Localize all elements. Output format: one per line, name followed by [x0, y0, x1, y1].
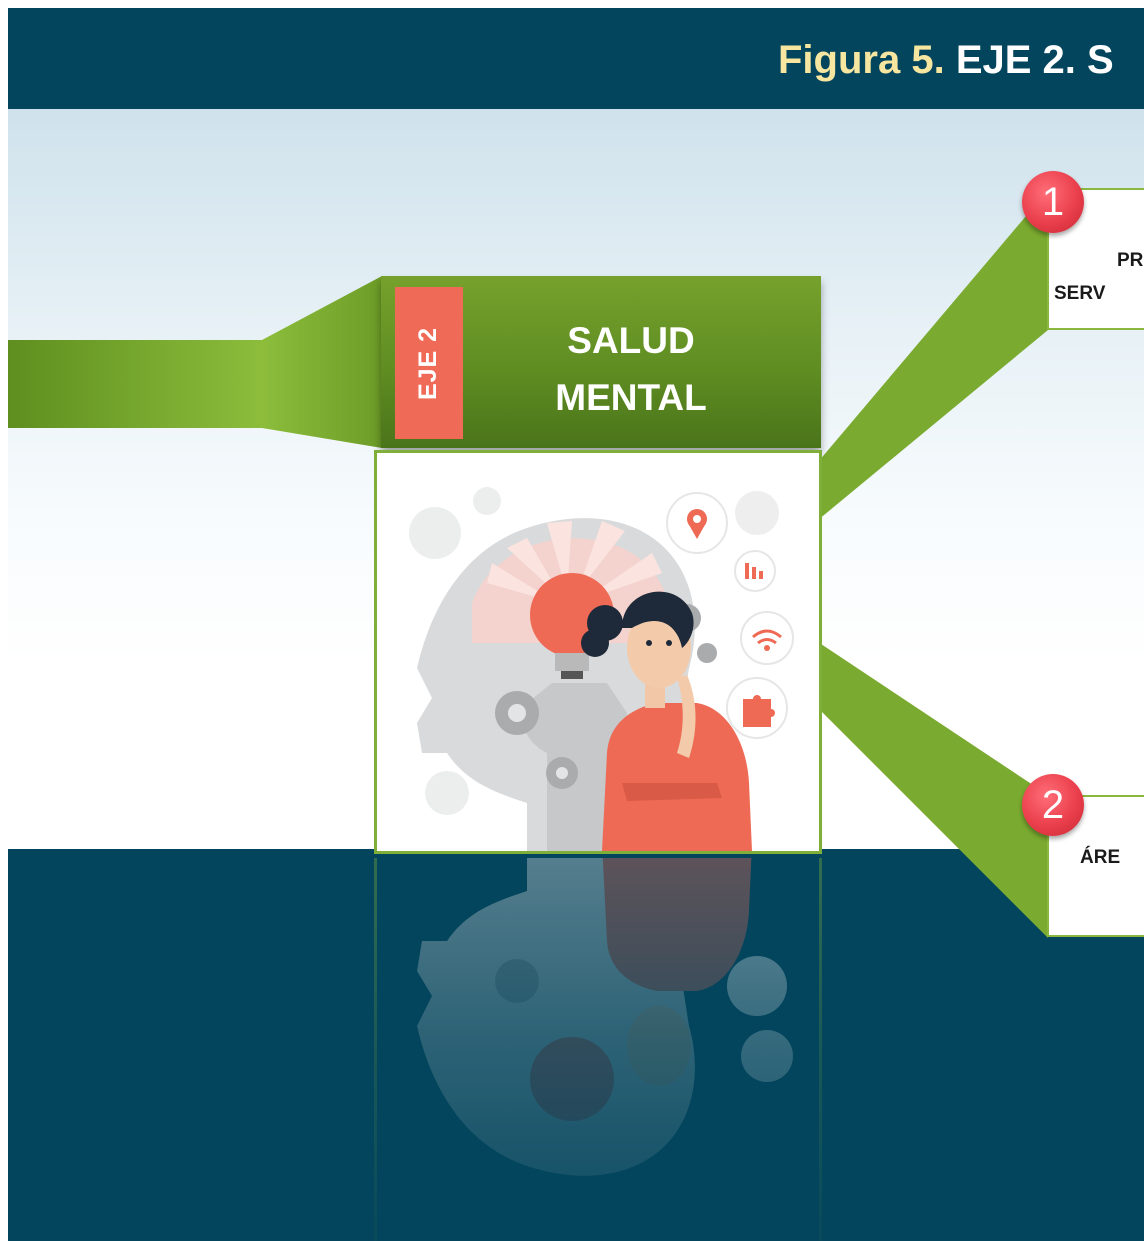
eje-title-line2: MENTAL — [555, 377, 707, 418]
map-pin-icon — [666, 492, 728, 554]
branch-1-line1: PR — [1117, 250, 1144, 271]
reflection-fade-overlay — [374, 858, 822, 1241]
connector-to-branch-1 — [818, 190, 1048, 520]
eje-title-line1: SALUD — [567, 320, 695, 361]
figure-header-band: Figura 5. EJE 2. S — [8, 8, 1144, 109]
connector-to-branch-2 — [818, 642, 1048, 938]
figure-title-prefix: Figura 5. — [778, 38, 945, 82]
branch-1-number-badge: 1 — [1022, 171, 1084, 233]
left-connector-arm — [8, 340, 264, 428]
left-connector-funnel — [262, 276, 382, 448]
figure-title-rest: EJE 2. S — [944, 38, 1114, 82]
branch-2-line1: ÁRE — [1080, 847, 1121, 868]
thinking-woman-illustration — [409, 487, 794, 851]
decorative-circle — [735, 491, 779, 535]
branch-1-number: 1 — [1041, 180, 1065, 224]
eje-title: SALUD MENTAL — [511, 312, 751, 426]
thinking-woman — [581, 591, 752, 851]
branch-2-number: 2 — [1041, 783, 1065, 827]
puzzle-icon — [726, 677, 788, 739]
branch-2-number-badge: 2 — [1022, 774, 1084, 836]
gear-icon — [495, 604, 717, 789]
eje-header-panel: EJE 2 SALUD MENTAL — [381, 276, 821, 448]
eje-tag-label: EJE 2 — [414, 326, 443, 400]
figure-title: Figura 5. EJE 2. S — [778, 38, 1114, 83]
eje-tag: EJE 2 — [395, 287, 463, 439]
branch-1-line2: SERV — [1054, 283, 1106, 304]
salud-mental-illustration — [374, 450, 822, 854]
wifi-icon — [740, 611, 794, 665]
bar-chart-icon — [734, 550, 776, 592]
